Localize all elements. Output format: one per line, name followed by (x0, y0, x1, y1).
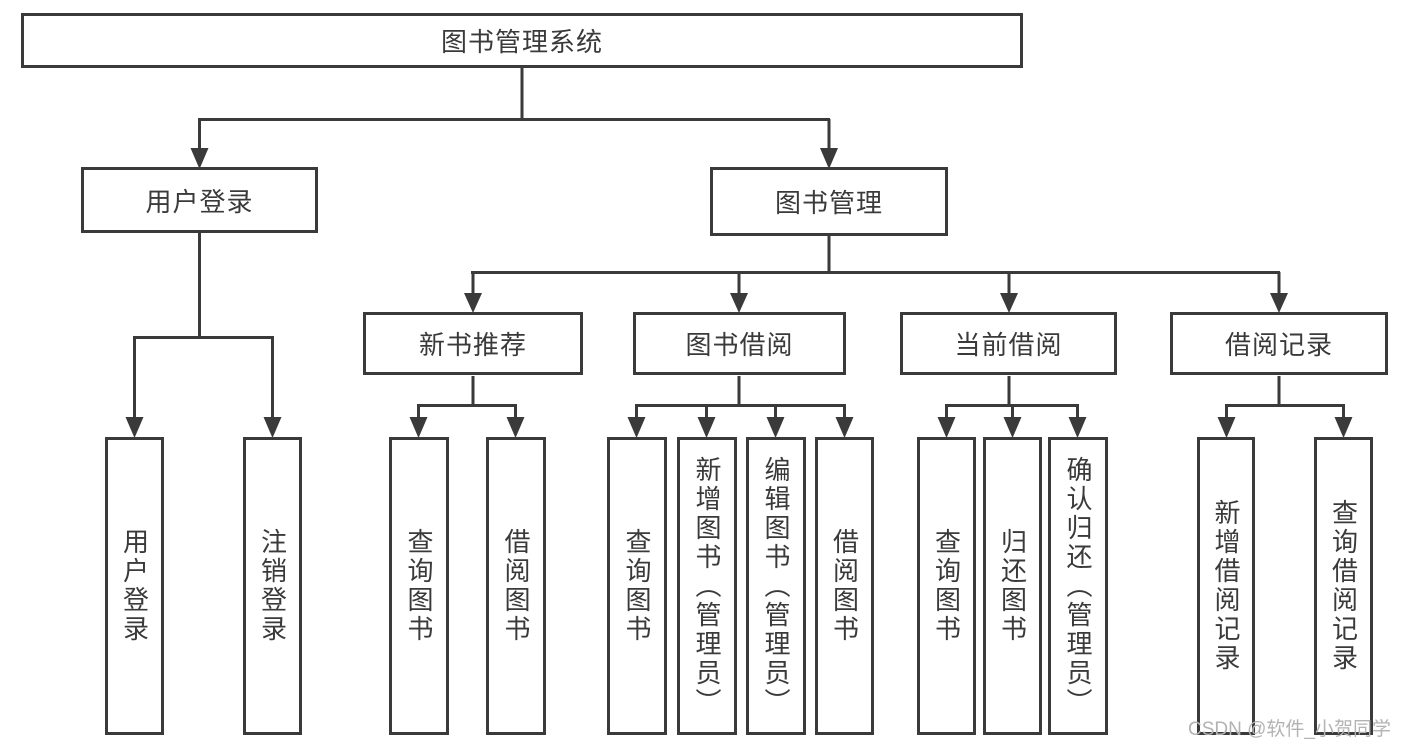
leaf-add-borrow-record-label: 新增借阅记录 (1211, 499, 1241, 673)
csdn-watermark: CSDN @软件_小贺同学 (1188, 719, 1391, 740)
connector-book-borrow (635, 376, 846, 421)
leaf-borrow-query-books-label: 查询图书 (622, 528, 652, 644)
node-book-borrow: 图书借阅 (633, 312, 846, 375)
connector-current-borrow (945, 376, 1079, 421)
leaf-add-books-admin: 新增图书（管理员） (677, 437, 737, 735)
leaf-add-borrow-record: 新增借阅记录 (1197, 437, 1255, 735)
leaf-newbook-query-books-label: 查询图书 (404, 528, 434, 644)
leaf-current-query-books-label: 查询图书 (931, 528, 962, 644)
leaf-add-books-admin-label: 新增图书（管理员） (692, 455, 722, 717)
node-user-login: 用户登录 (81, 167, 318, 233)
node-book-borrow-label: 图书借阅 (685, 330, 794, 360)
connector-user-login (133, 233, 274, 421)
leaf-return-books: 归还图书 (983, 437, 1042, 735)
leaf-current-query-books: 查询图书 (917, 437, 976, 735)
leaf-borrow-books: 借阅图书 (815, 437, 874, 735)
node-new-book-recommend: 新书推荐 (363, 312, 583, 375)
node-root-system: 图书管理系统 (21, 13, 1023, 68)
leaf-borrow-query-books: 查询图书 (607, 437, 667, 735)
node-new-book-recommend-label: 新书推荐 (418, 330, 527, 360)
node-borrow-record: 借阅记录 (1170, 312, 1388, 375)
node-borrow-record-label: 借阅记录 (1224, 330, 1333, 360)
leaf-logout-label: 注销登录 (257, 528, 288, 644)
connector-new-book (417, 376, 517, 421)
leaf-newbook-borrow-books: 借阅图书 (486, 437, 546, 735)
leaf-query-borrow-record: 查询借阅记录 (1314, 437, 1373, 735)
leaf-confirm-return-admin: 确认归还（管理员） (1048, 437, 1108, 735)
node-current-borrow: 当前借阅 (900, 312, 1117, 375)
leaf-edit-books-admin-label: 编辑图书（管理员） (761, 455, 791, 717)
connector-borrow-record (1225, 376, 1345, 421)
node-user-login-label: 用户登录 (145, 186, 254, 217)
connector-root (198, 67, 831, 152)
leaf-borrow-books-label: 借阅图书 (829, 528, 860, 644)
leaf-newbook-query-books: 查询图书 (389, 437, 449, 735)
node-book-management-label: 图书管理 (774, 188, 883, 218)
leaf-confirm-return-admin-label: 确认归还（管理员） (1063, 455, 1093, 717)
leaf-user-login-label: 用户登录 (119, 528, 150, 644)
arrowheads (125, 148, 1353, 438)
leaf-edit-books-admin: 编辑图书（管理员） (746, 437, 806, 735)
leaf-query-borrow-record-label: 查询借阅记录 (1328, 499, 1359, 673)
leaf-user-login: 用户登录 (105, 437, 164, 735)
connector-book-management (471, 236, 1281, 296)
leaf-newbook-borrow-books-label: 借阅图书 (501, 528, 531, 644)
node-current-borrow-label: 当前借阅 (954, 330, 1063, 360)
leaf-logout: 注销登录 (243, 437, 302, 735)
leaf-return-books-label: 归还图书 (997, 528, 1028, 644)
node-book-management: 图书管理 (710, 167, 948, 236)
node-root-system-label: 图书管理系统 (440, 27, 603, 57)
